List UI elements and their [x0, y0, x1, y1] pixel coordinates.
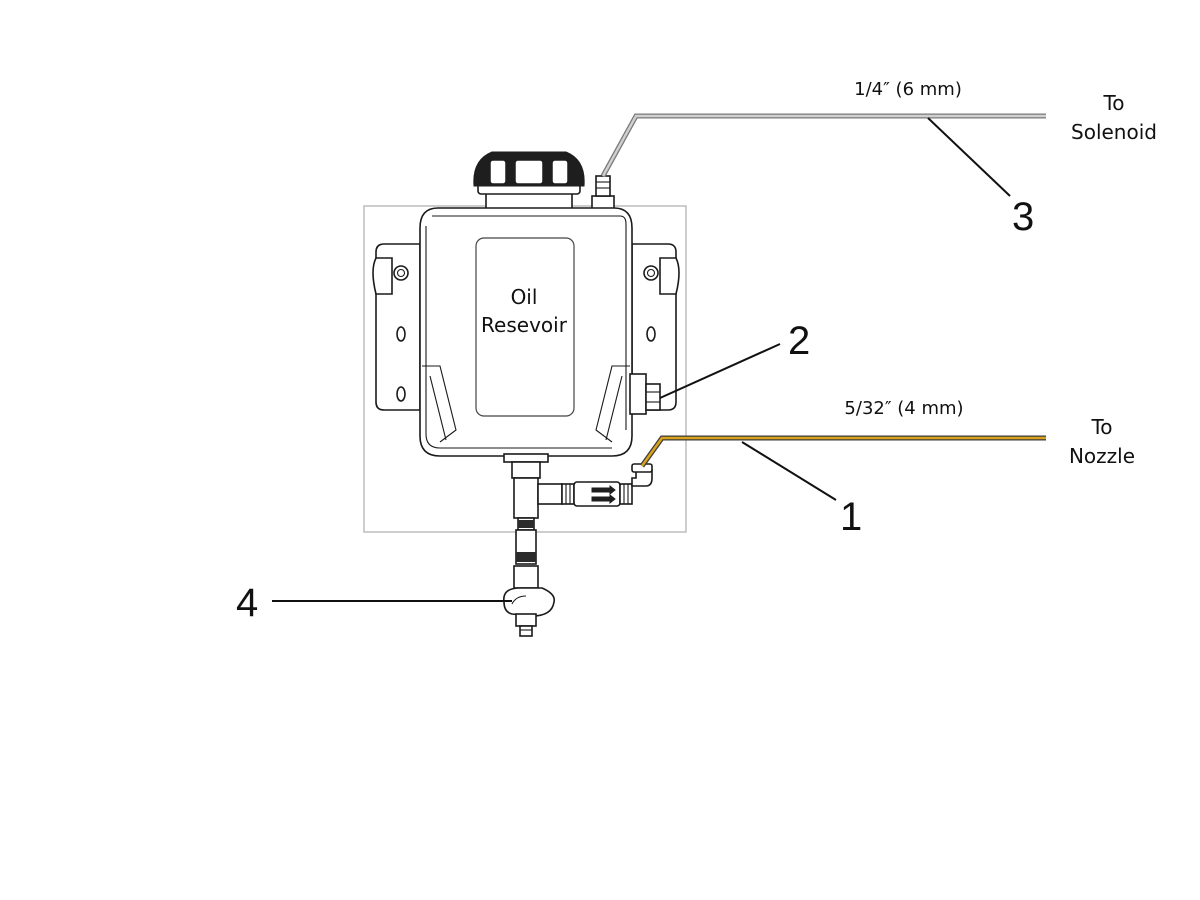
callout-1-leader	[741, 441, 837, 501]
drain-pipe	[513, 517, 539, 589]
callout-3: 3	[1012, 195, 1034, 239]
solenoid-dest-line1: To	[1102, 91, 1124, 115]
callout-1: 1	[840, 495, 862, 539]
left-mounting-bracket	[372, 243, 421, 411]
air-inlet-fitting	[591, 175, 615, 213]
outlet-tee-fitting	[503, 453, 575, 519]
oil-line-fill	[640, 436, 1046, 467]
nozzle-line-size: 5/32″ (4 mm)	[844, 398, 963, 419]
right-mounting-bracket	[631, 243, 680, 411]
solenoid-line-size: 1/4″ (6 mm)	[854, 79, 962, 100]
tank-label-line2: Resevoir	[481, 313, 568, 337]
callout-2: 2	[788, 319, 810, 363]
level-sensor-port	[629, 373, 661, 415]
callout-2-leader	[659, 343, 781, 399]
filler-cap	[473, 151, 585, 213]
solenoid-dest-line2: Solenoid	[1071, 120, 1157, 144]
oil-reservoir-tank	[419, 207, 633, 457]
callout-3-leader	[927, 117, 1011, 197]
tank-label-line1: Oil	[511, 285, 538, 309]
nozzle-dest-line2: Nozzle	[1069, 444, 1135, 468]
sight-window	[475, 237, 575, 417]
callout-4: 4	[236, 581, 258, 625]
oil-line-to-nozzle	[639, 435, 1046, 468]
elbow-fitting	[631, 463, 653, 487]
check-valve	[573, 481, 633, 507]
nozzle-dest-line1: To	[1090, 415, 1112, 439]
drain-valve	[503, 587, 556, 637]
